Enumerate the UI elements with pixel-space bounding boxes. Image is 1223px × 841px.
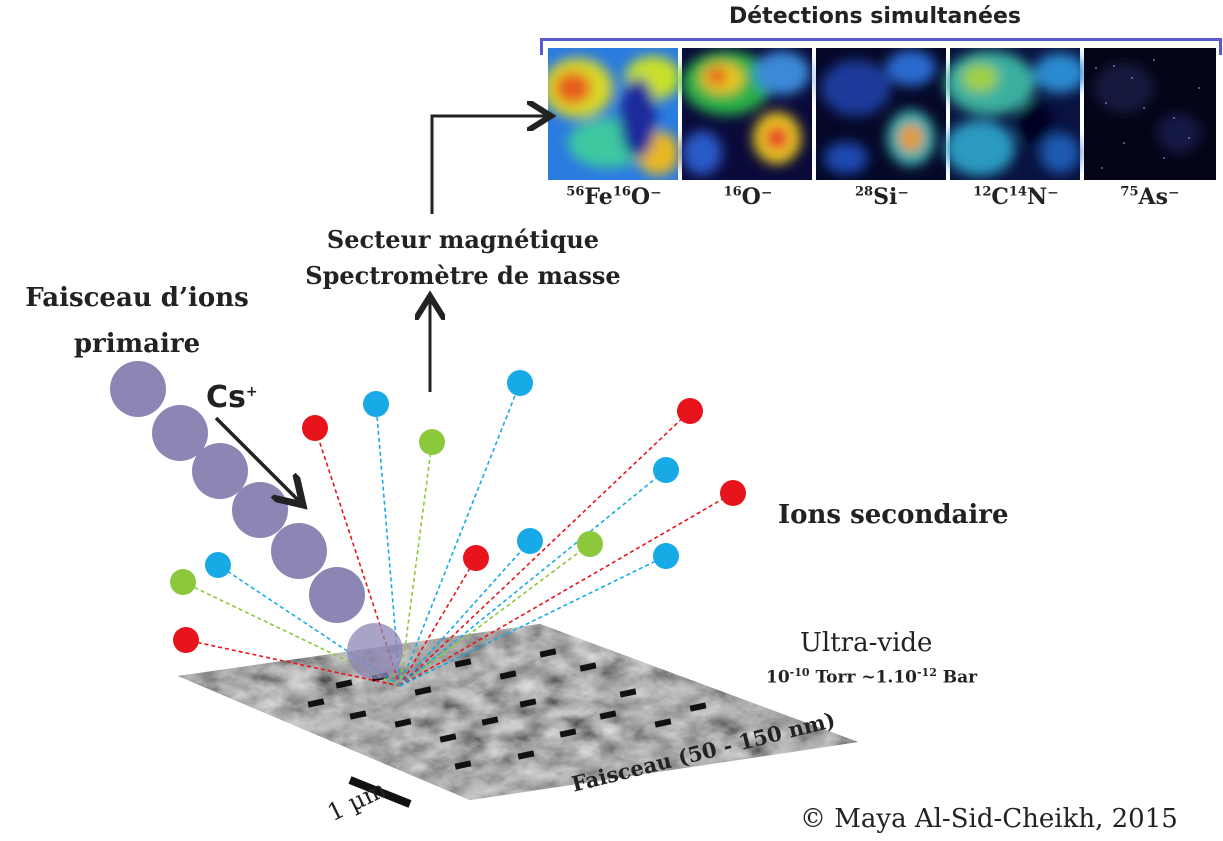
ion-red — [677, 398, 703, 424]
ion-blue — [363, 391, 389, 417]
cs-ion-label: Cs+ — [206, 380, 258, 415]
copyright: © Maya Al-Sid-Cheikh, 2015 — [800, 804, 1178, 834]
detections-title: Détections simultanées — [729, 4, 1021, 29]
vacuum-title: Ultra-vide — [800, 628, 933, 658]
analyzer-line1: Secteur magnétique — [326, 225, 600, 254]
map-si — [816, 48, 946, 180]
ion-red — [720, 480, 746, 506]
detections-bracket — [540, 38, 1222, 55]
map-label-as: 75As⁻ — [1120, 184, 1180, 210]
map-cn — [945, 48, 1086, 180]
analyzer-line2: Spectromètre de masse — [305, 261, 621, 290]
ion-blue — [653, 457, 679, 483]
map-label-si: 28Si⁻ — [855, 184, 909, 210]
ion-green — [419, 429, 445, 455]
sample-surface — [178, 624, 858, 800]
ion-red — [173, 627, 199, 653]
primary-beam-line2: primaire — [73, 329, 201, 359]
ion-blue — [205, 552, 231, 578]
ion-blue — [517, 528, 543, 554]
ion-red — [302, 415, 328, 441]
primary-ion-beam — [110, 361, 403, 679]
map-label-o: 16O⁻ — [723, 184, 773, 210]
ion-red — [463, 545, 489, 571]
ion-green — [170, 569, 196, 595]
ion-blue — [507, 370, 533, 396]
secondary-ions — [170, 370, 746, 653]
cs-arrow — [214, 416, 298, 500]
map-label-feo: 56Fe16O⁻ — [566, 184, 662, 210]
map-feo — [548, 48, 681, 180]
ion-blue — [653, 543, 679, 569]
primary-beam-label: Faisceau d’ions primaire — [12, 275, 262, 367]
secondary-ions-label: Ions secondaire — [778, 500, 1009, 530]
primary-beam-line1: Faisceau d’ions — [25, 283, 249, 313]
elemental-maps — [548, 48, 1216, 180]
ion-green — [577, 531, 603, 557]
map-as — [1084, 48, 1216, 180]
map-label-cn: 12C14N⁻ — [973, 184, 1059, 210]
vacuum-pressure: 10-10 Torr ~1.10-12 Bar — [766, 666, 978, 688]
map-o — [682, 48, 812, 180]
scale-bar — [348, 776, 412, 808]
analyzer-label: Secteur magnétique Spectromètre de masse — [288, 222, 638, 294]
analyzer-to-maps-arrow — [430, 116, 545, 214]
